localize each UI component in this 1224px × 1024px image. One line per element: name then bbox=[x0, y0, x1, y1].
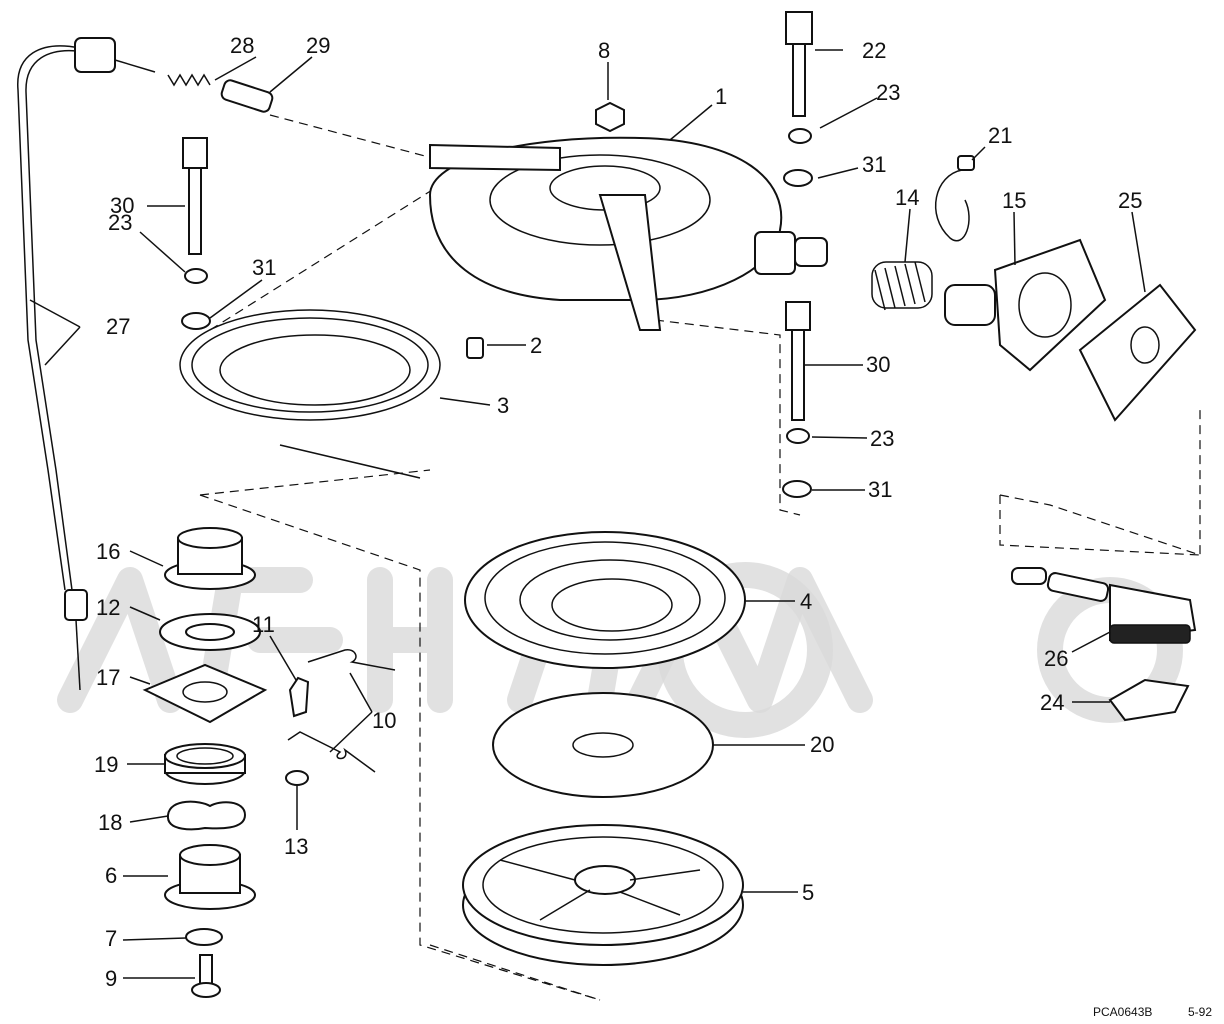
callout-22: 22 bbox=[862, 38, 886, 63]
callout-25: 25 bbox=[1118, 188, 1142, 213]
callout-labels: 1 8 22 23 31 21 14 15 25 28 29 30 23 31 … bbox=[94, 33, 1142, 991]
callout-20: 20 bbox=[810, 732, 834, 757]
callout-18: 18 bbox=[98, 810, 122, 835]
callout-19: 19 bbox=[94, 752, 118, 777]
callout-6: 6 bbox=[105, 863, 117, 888]
callout-11: 11 bbox=[252, 612, 275, 637]
lockwasher-23-left bbox=[184, 268, 208, 284]
callout-23a: 23 bbox=[876, 80, 900, 105]
callout-4: 4 bbox=[800, 589, 812, 614]
screw-9 bbox=[191, 954, 221, 998]
callout-2: 2 bbox=[530, 333, 542, 358]
callout-31c: 31 bbox=[868, 477, 892, 502]
insert-24 bbox=[1108, 678, 1190, 722]
callout-23c: 23 bbox=[870, 426, 894, 451]
callout-24: 24 bbox=[1040, 690, 1064, 715]
callout-5: 5 bbox=[802, 880, 814, 905]
callout-9: 9 bbox=[105, 966, 117, 991]
callout-26: 26 bbox=[1044, 646, 1068, 671]
nut-8 bbox=[595, 101, 625, 133]
callout-1: 1 bbox=[715, 84, 727, 109]
spring-plate-20 bbox=[492, 692, 714, 798]
bolt-22 bbox=[785, 11, 813, 117]
callout-17: 17 bbox=[96, 665, 120, 690]
spring-28 bbox=[167, 73, 211, 87]
starter-rope-3 bbox=[179, 309, 441, 479]
lockwasher-23-right bbox=[786, 428, 810, 444]
callout-15: 15 bbox=[1002, 188, 1026, 213]
starter-housing-1 bbox=[428, 136, 828, 331]
cap-16 bbox=[164, 527, 256, 590]
clamp-21 bbox=[934, 169, 970, 242]
callout-10: 10 bbox=[372, 708, 396, 733]
washer-12 bbox=[159, 613, 261, 651]
handle-pad-25 bbox=[1078, 283, 1197, 422]
callout-23b: 23 bbox=[108, 210, 132, 235]
ring-18 bbox=[167, 800, 247, 831]
retainer-15 bbox=[944, 238, 1107, 372]
callout-21: 21 bbox=[988, 123, 1012, 148]
figure-code: PCA0643B bbox=[1093, 1005, 1152, 1019]
callout-3: 3 bbox=[497, 393, 509, 418]
callout-14: 14 bbox=[895, 185, 919, 210]
callout-29: 29 bbox=[306, 33, 330, 58]
assembly-lines bbox=[199, 114, 1201, 1001]
washer-31-left bbox=[181, 312, 211, 330]
lockwasher-23-top bbox=[788, 128, 812, 144]
callout-7: 7 bbox=[105, 926, 117, 951]
bolt-30-right bbox=[785, 301, 811, 421]
choke-cable bbox=[17, 37, 156, 691]
callout-16: 16 bbox=[96, 539, 120, 564]
callout-30b: 30 bbox=[866, 352, 890, 377]
pawl-hub-6 bbox=[164, 844, 256, 910]
gasket-17 bbox=[142, 663, 268, 724]
callout-31b: 31 bbox=[252, 255, 276, 280]
springs-10 bbox=[287, 649, 396, 773]
plunger-29 bbox=[220, 79, 274, 113]
bolt-30-left bbox=[182, 137, 208, 255]
callout-31a: 31 bbox=[862, 152, 886, 177]
rewind-spring-4 bbox=[464, 531, 746, 669]
callout-12: 12 bbox=[96, 595, 120, 620]
callout-13: 13 bbox=[284, 834, 308, 859]
callout-27: 27 bbox=[106, 314, 130, 339]
washer-7 bbox=[185, 928, 223, 946]
callout-28: 28 bbox=[230, 33, 254, 58]
callout-30a: 30 bbox=[110, 193, 134, 218]
washer-31-right bbox=[782, 480, 812, 498]
clip-13 bbox=[285, 770, 309, 786]
leader-lines bbox=[29, 49, 1146, 979]
rope-pulley-5 bbox=[462, 824, 744, 966]
callout-8: 8 bbox=[598, 38, 610, 63]
spring-14 bbox=[871, 261, 933, 311]
screw-2 bbox=[466, 337, 484, 359]
seal-19 bbox=[164, 743, 246, 785]
starter-handle-26 bbox=[1011, 567, 1197, 644]
pawl-11 bbox=[288, 676, 310, 718]
page-number: 5-92 bbox=[1188, 1005, 1212, 1019]
washer-31-top bbox=[783, 169, 813, 187]
